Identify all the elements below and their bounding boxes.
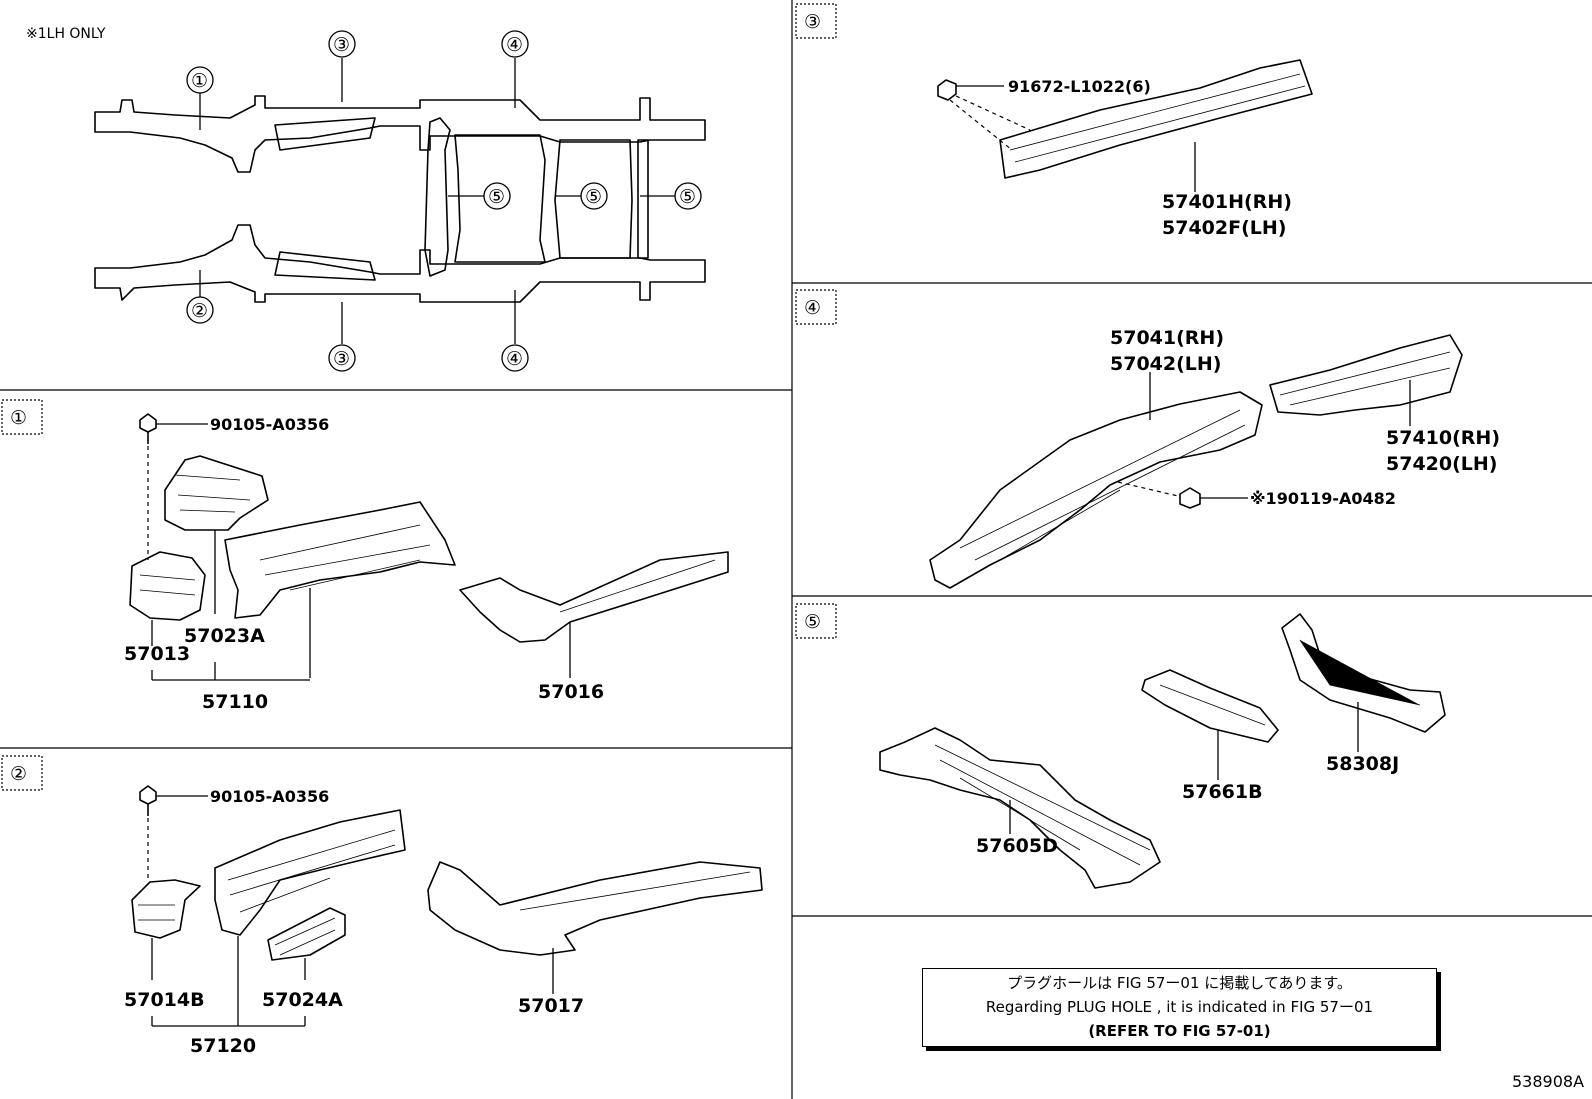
section-tab-4-label: ④ [804,297,821,319]
part-57410: 57410(RH) [1386,427,1500,449]
frame-overview [94,95,706,303]
marker-1: ① [191,70,208,92]
part-57042: 57042(LH) [1110,353,1221,375]
marker-5-b: ⑤ [585,186,602,208]
lh-only-note: ※1LH ONLY [26,26,106,42]
section-tab-1: ① [1,399,43,435]
marker-3-top: ③ [333,34,350,56]
section-tab-2-label: ② [10,763,27,785]
illustration-number: 538908A [1512,1072,1585,1091]
note-line-refer: (REFER TO FIG 57-01) [1088,1022,1271,1040]
part-57041: 57041(RH) [1110,327,1224,349]
section-5-parts [879,613,1446,889]
section-2-labels: 90105-A0356 57014B 57024A 57120 57017 [124,787,584,1057]
part-57110: 57110 [202,691,268,713]
plug-hole-note: プラグホールは FIG 57ー01 に掲載してあります。 Regarding P… [922,968,1437,1047]
section-1-parts [129,413,729,681]
part-57014b: 57014B [124,989,205,1011]
overview-markers: ① ② ③ ③ ④ ④ ⑤ ⑤ ⑤ [186,30,702,372]
part-57023a: 57023A [184,625,265,647]
overview-leaders [199,58,675,344]
section-4-labels: 57041(RH) 57042(LH) 57410(RH) 57420(LH) … [1110,327,1500,508]
bolt-icon [937,79,957,101]
part-90119-a0482: ※190119-A0482 [1250,489,1396,508]
part-90105-a0356-1: 90105-A0356 [210,415,329,434]
part-91672-l1022: 91672-L1022(6) [1008,77,1151,96]
part-57013: 57013 [124,643,190,665]
bolt-icon [1179,487,1201,509]
note-line-jp: プラグホールは FIG 57ー01 に掲載してあります。 [1007,974,1352,992]
part-57401h: 57401H(RH) [1162,191,1292,213]
section-tab-4: ④ [795,289,837,325]
part-57017: 57017 [518,995,584,1017]
section-3-parts [937,59,1313,192]
bolt-icon [139,413,157,433]
section-2-parts [131,785,763,1027]
marker-3-bottom: ③ [333,348,350,370]
note-line-en: Regarding PLUG HOLE , it is indicated in… [985,998,1374,1016]
marker-5-c: ⑤ [679,186,696,208]
section-tab-2: ② [1,755,43,791]
section-tab-5: ⑤ [795,603,837,639]
part-58308j: 58308J [1326,753,1399,775]
section-tab-1-label: ① [10,407,27,429]
marker-2: ② [191,300,208,322]
marker-5-a: ⑤ [488,186,505,208]
section-3-labels: 91672-L1022(6) 57401H(RH) 57402F(LH) [1008,77,1292,239]
part-57024a: 57024A [262,989,343,1011]
part-57016: 57016 [538,681,604,703]
part-90105-a0356-2: 90105-A0356 [210,787,329,806]
part-57120: 57120 [190,1035,256,1057]
section-4-parts [929,334,1463,589]
marker-4-top: ④ [506,34,523,56]
part-57661b: 57661B [1182,781,1263,803]
section-tab-3: ③ [795,3,837,39]
section-1-labels: 90105-A0356 57023A 57013 57110 57016 [124,415,604,713]
section-5-labels: 57661B 58308J 57605D [976,753,1399,857]
part-57402f: 57402F(LH) [1162,217,1286,239]
section-tab-3-label: ③ [804,11,821,33]
part-57420: 57420(LH) [1386,453,1497,475]
marker-4-bottom: ④ [506,348,523,370]
section-tab-5-label: ⑤ [804,611,821,633]
part-57605d: 57605D [976,835,1058,857]
bolt-icon [139,785,157,805]
